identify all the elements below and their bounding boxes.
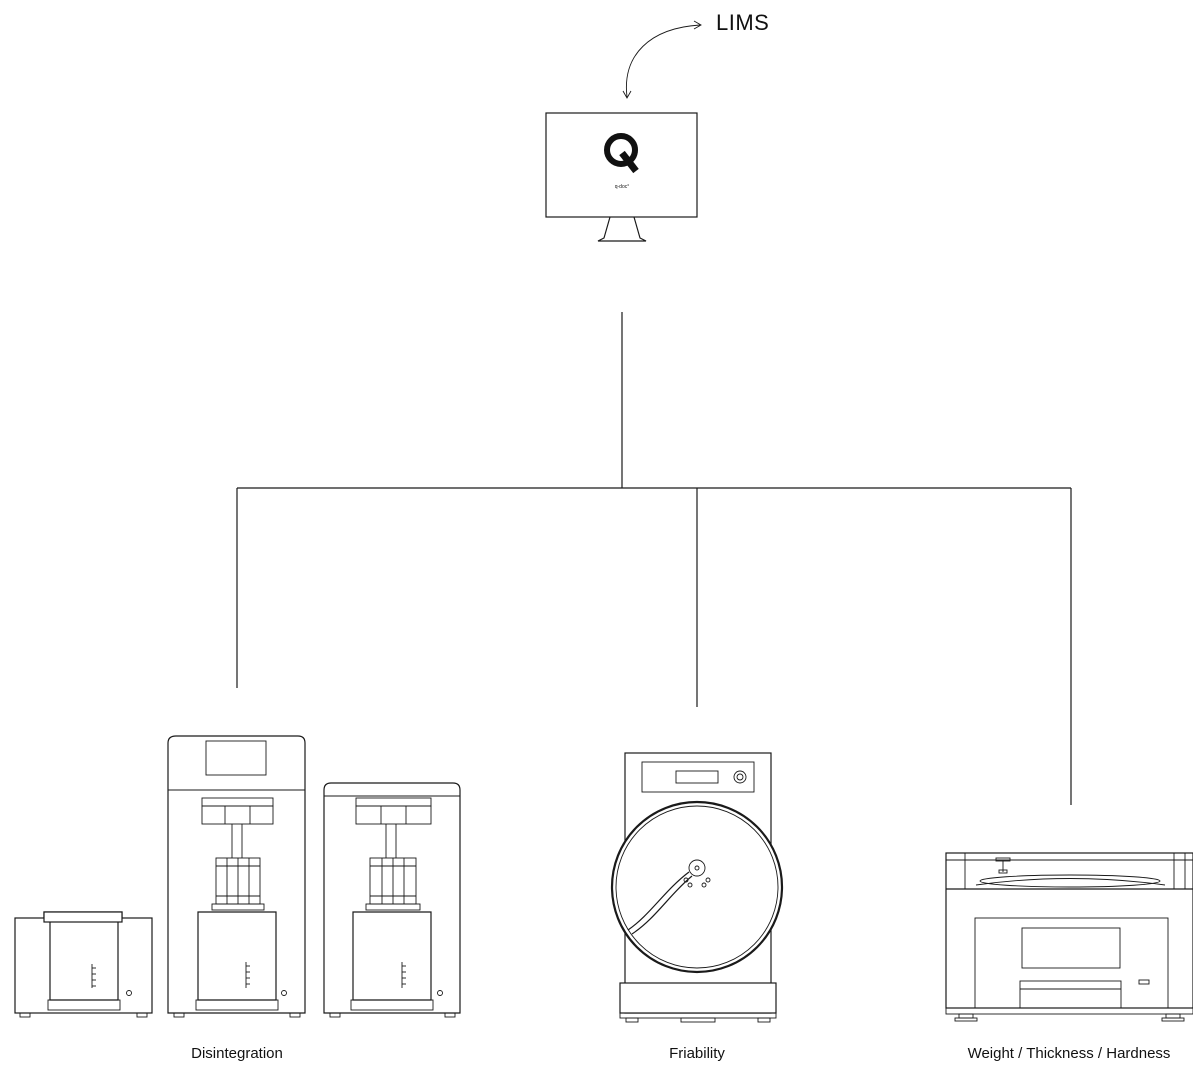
connector-lines	[236, 312, 1072, 805]
friability-tester-icon	[610, 752, 784, 1023]
caption-weight-thickness-hardness: Weight / Thickness / Hardness	[967, 1045, 1171, 1062]
disintegration-unit-tall	[167, 735, 306, 1018]
caption-friability: Friability	[669, 1045, 725, 1062]
lims-label: LIMS	[716, 10, 770, 35]
disintegration-tester-icon	[14, 735, 461, 1018]
arrow-curved-icon	[622, 20, 702, 99]
caption-disintegration: Disintegration	[191, 1045, 283, 1062]
monitor-icon: q-doc°	[545, 112, 698, 242]
q-doc-logo	[604, 133, 639, 174]
disintegration-unit-medium	[323, 782, 461, 1018]
logo-caption: q-doc°	[615, 184, 630, 190]
tablet-tester-icon	[945, 852, 1193, 1022]
disintegration-unit-small	[14, 911, 153, 1018]
